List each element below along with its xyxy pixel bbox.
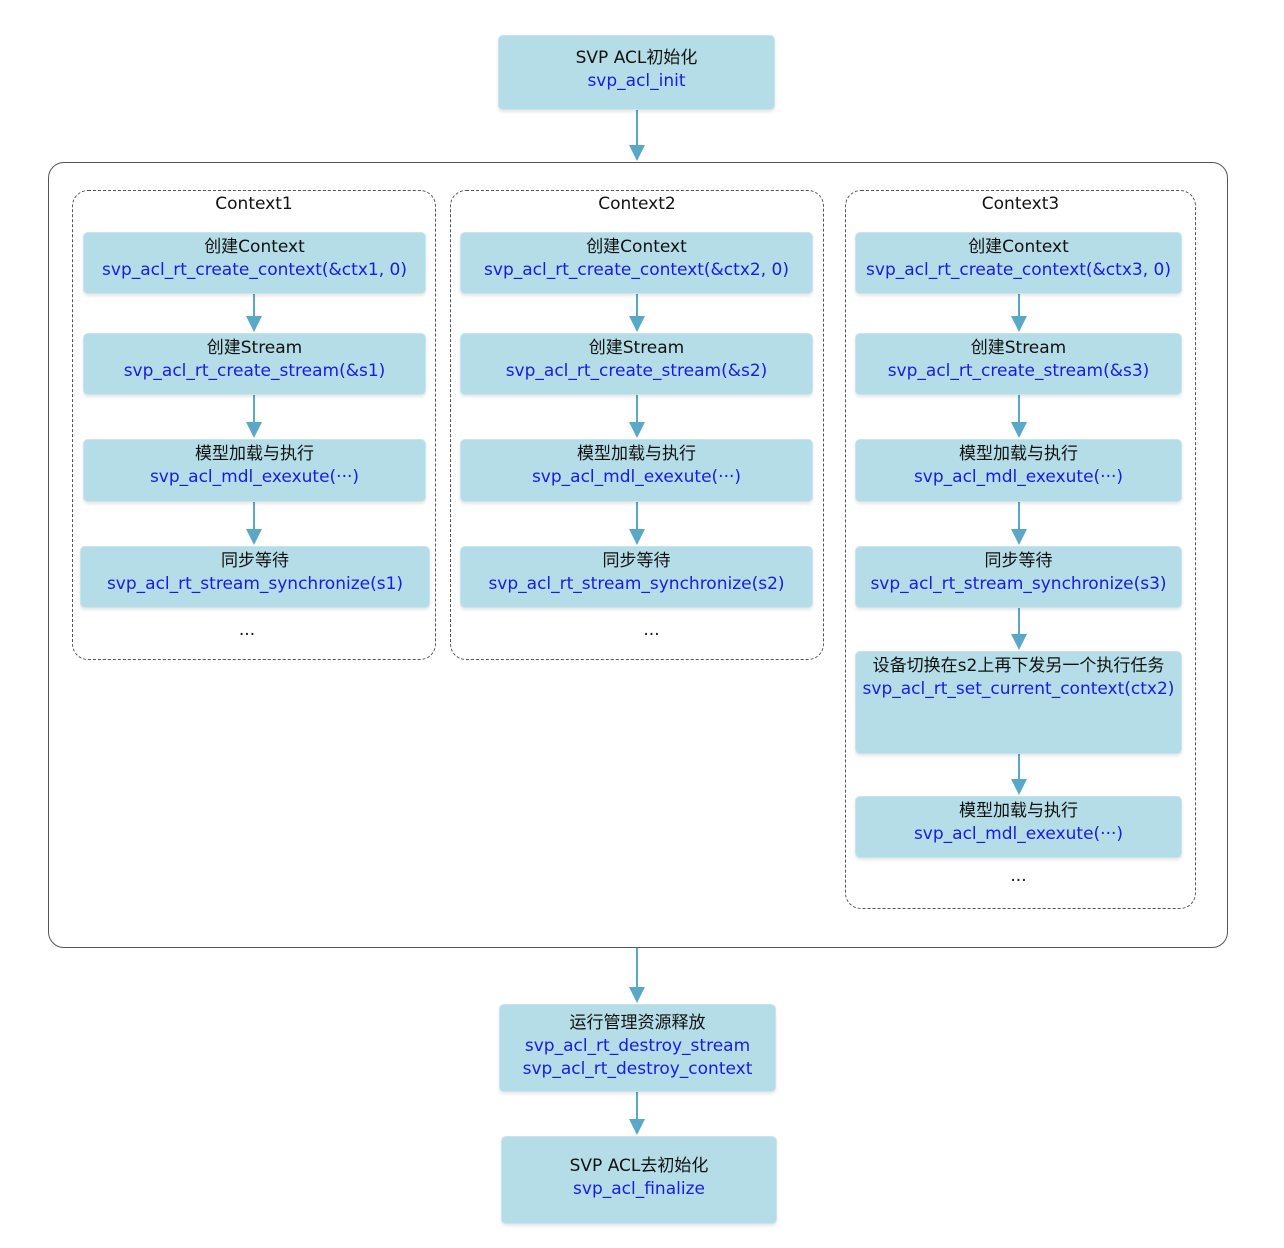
c2-create-stream-code: svp_acl_rt_create_stream(&s2): [505, 361, 768, 381]
c3-create-context-node: 创建Context svp_acl_rt_create_context(&ctx…: [855, 232, 1182, 294]
c1-create-context-title: 创建Context: [204, 237, 305, 257]
context3-frame: [845, 190, 1196, 909]
c3-create-stream-node: 创建Stream svp_acl_rt_create_stream(&s3): [855, 333, 1182, 395]
c2-model-exec-title: 模型加载与执行: [577, 444, 696, 464]
c3-sync-node: 同步等待 svp_acl_rt_stream_synchronize(s3): [855, 546, 1182, 608]
c2-create-stream-node: 创建Stream svp_acl_rt_create_stream(&s2): [460, 333, 813, 395]
c3-model-exec2-node: 模型加载与执行 svp_acl_mdl_exexute(···): [855, 796, 1182, 858]
c1-model-exec-node: 模型加载与执行 svp_acl_mdl_exexute(···): [83, 439, 426, 502]
c1-create-stream-code: svp_acl_rt_create_stream(&s1): [123, 361, 386, 381]
c2-model-exec-code: svp_acl_mdl_exexute(···): [531, 467, 742, 487]
contexts-container: [48, 162, 1228, 948]
c3-model-exec2-code: svp_acl_mdl_exexute(···): [913, 824, 1124, 844]
context3-title: Context3: [981, 194, 1060, 214]
c3-create-stream-code: svp_acl_rt_create_stream(&s3): [887, 361, 1150, 381]
c1-sync-title: 同步等待: [221, 551, 289, 571]
init-title: SVP ACL初始化: [575, 48, 698, 68]
c1-sync-node: 同步等待 svp_acl_rt_stream_synchronize(s1): [80, 546, 430, 608]
c1-create-stream-title: 创建Stream: [206, 338, 303, 358]
c3-model-exec-title: 模型加载与执行: [959, 444, 1078, 464]
c2-ellipsis: ...: [643, 620, 660, 640]
context1-title: Context1: [215, 194, 293, 214]
c1-model-exec-code: svp_acl_mdl_exexute(···): [149, 467, 360, 487]
c3-model-exec-code: svp_acl_mdl_exexute(···): [913, 467, 1124, 487]
c3-create-context-code: svp_acl_rt_create_context(&ctx3, 0): [866, 260, 1171, 280]
c1-ellipsis: ...: [238, 620, 256, 640]
init-node: SVP ACL初始化 svp_acl_init: [498, 35, 775, 110]
c3-model-exec2-title: 模型加载与执行: [959, 801, 1078, 821]
init-code: svp_acl_init: [587, 71, 686, 91]
finalize-title: SVP ACL去初始化: [569, 1156, 709, 1176]
context2-title: Context2: [598, 194, 676, 214]
release-node: 运行管理资源释放 svp_acl_rt_destroy_stream svp_a…: [499, 1004, 776, 1092]
c2-sync-title: 同步等待: [602, 551, 671, 571]
c3-switch-context-title: 设备切换在s2上再下发另一个执行任务: [872, 656, 1165, 676]
c1-sync-code: svp_acl_rt_stream_synchronize(s1): [106, 574, 404, 594]
c3-model-exec-node: 模型加载与执行 svp_acl_mdl_exexute(···): [855, 439, 1182, 502]
c1-create-context-node: 创建Context svp_acl_rt_create_context(&ctx…: [83, 232, 426, 294]
c1-model-exec-title: 模型加载与执行: [195, 444, 314, 464]
c1-create-context-code: svp_acl_rt_create_context(&ctx1, 0): [102, 260, 407, 280]
c2-sync-code: svp_acl_rt_stream_synchronize(s2): [488, 574, 785, 594]
context1-frame: [72, 190, 436, 660]
c2-model-exec-node: 模型加载与执行 svp_acl_mdl_exexute(···): [460, 439, 813, 502]
c2-create-stream-title: 创建Stream: [588, 338, 685, 358]
context2-frame: [450, 190, 824, 660]
c2-create-context-title: 创建Context: [586, 237, 687, 257]
c3-ellipsis: ...: [1010, 866, 1027, 886]
release-code-context: svp_acl_rt_destroy_context: [522, 1059, 753, 1079]
release-title: 运行管理资源释放: [569, 1013, 706, 1033]
release-code-stream: svp_acl_rt_destroy_stream: [524, 1036, 751, 1056]
c2-create-context-node: 创建Context svp_acl_rt_create_context(&ctx…: [460, 232, 813, 294]
finalize-node: SVP ACL去初始化 svp_acl_finalize: [501, 1136, 777, 1224]
finalize-code: svp_acl_finalize: [573, 1179, 705, 1199]
c2-sync-node: 同步等待 svp_acl_rt_stream_synchronize(s2): [460, 546, 813, 608]
c2-create-context-code: svp_acl_rt_create_context(&ctx2, 0): [484, 260, 789, 280]
c1-create-stream-node: 创建Stream svp_acl_rt_create_stream(&s1): [83, 333, 426, 395]
c3-sync-code: svp_acl_rt_stream_synchronize(s3): [870, 574, 1167, 594]
c3-switch-context-node: 设备切换在s2上再下发另一个执行任务 svp_acl_rt_set_curren…: [855, 651, 1182, 754]
c3-sync-title: 同步等待: [984, 551, 1053, 571]
c3-switch-context-code: svp_acl_rt_set_current_context(ctx2): [862, 679, 1175, 699]
c3-create-context-title: 创建Context: [968, 237, 1069, 257]
c3-create-stream-title: 创建Stream: [970, 338, 1067, 358]
